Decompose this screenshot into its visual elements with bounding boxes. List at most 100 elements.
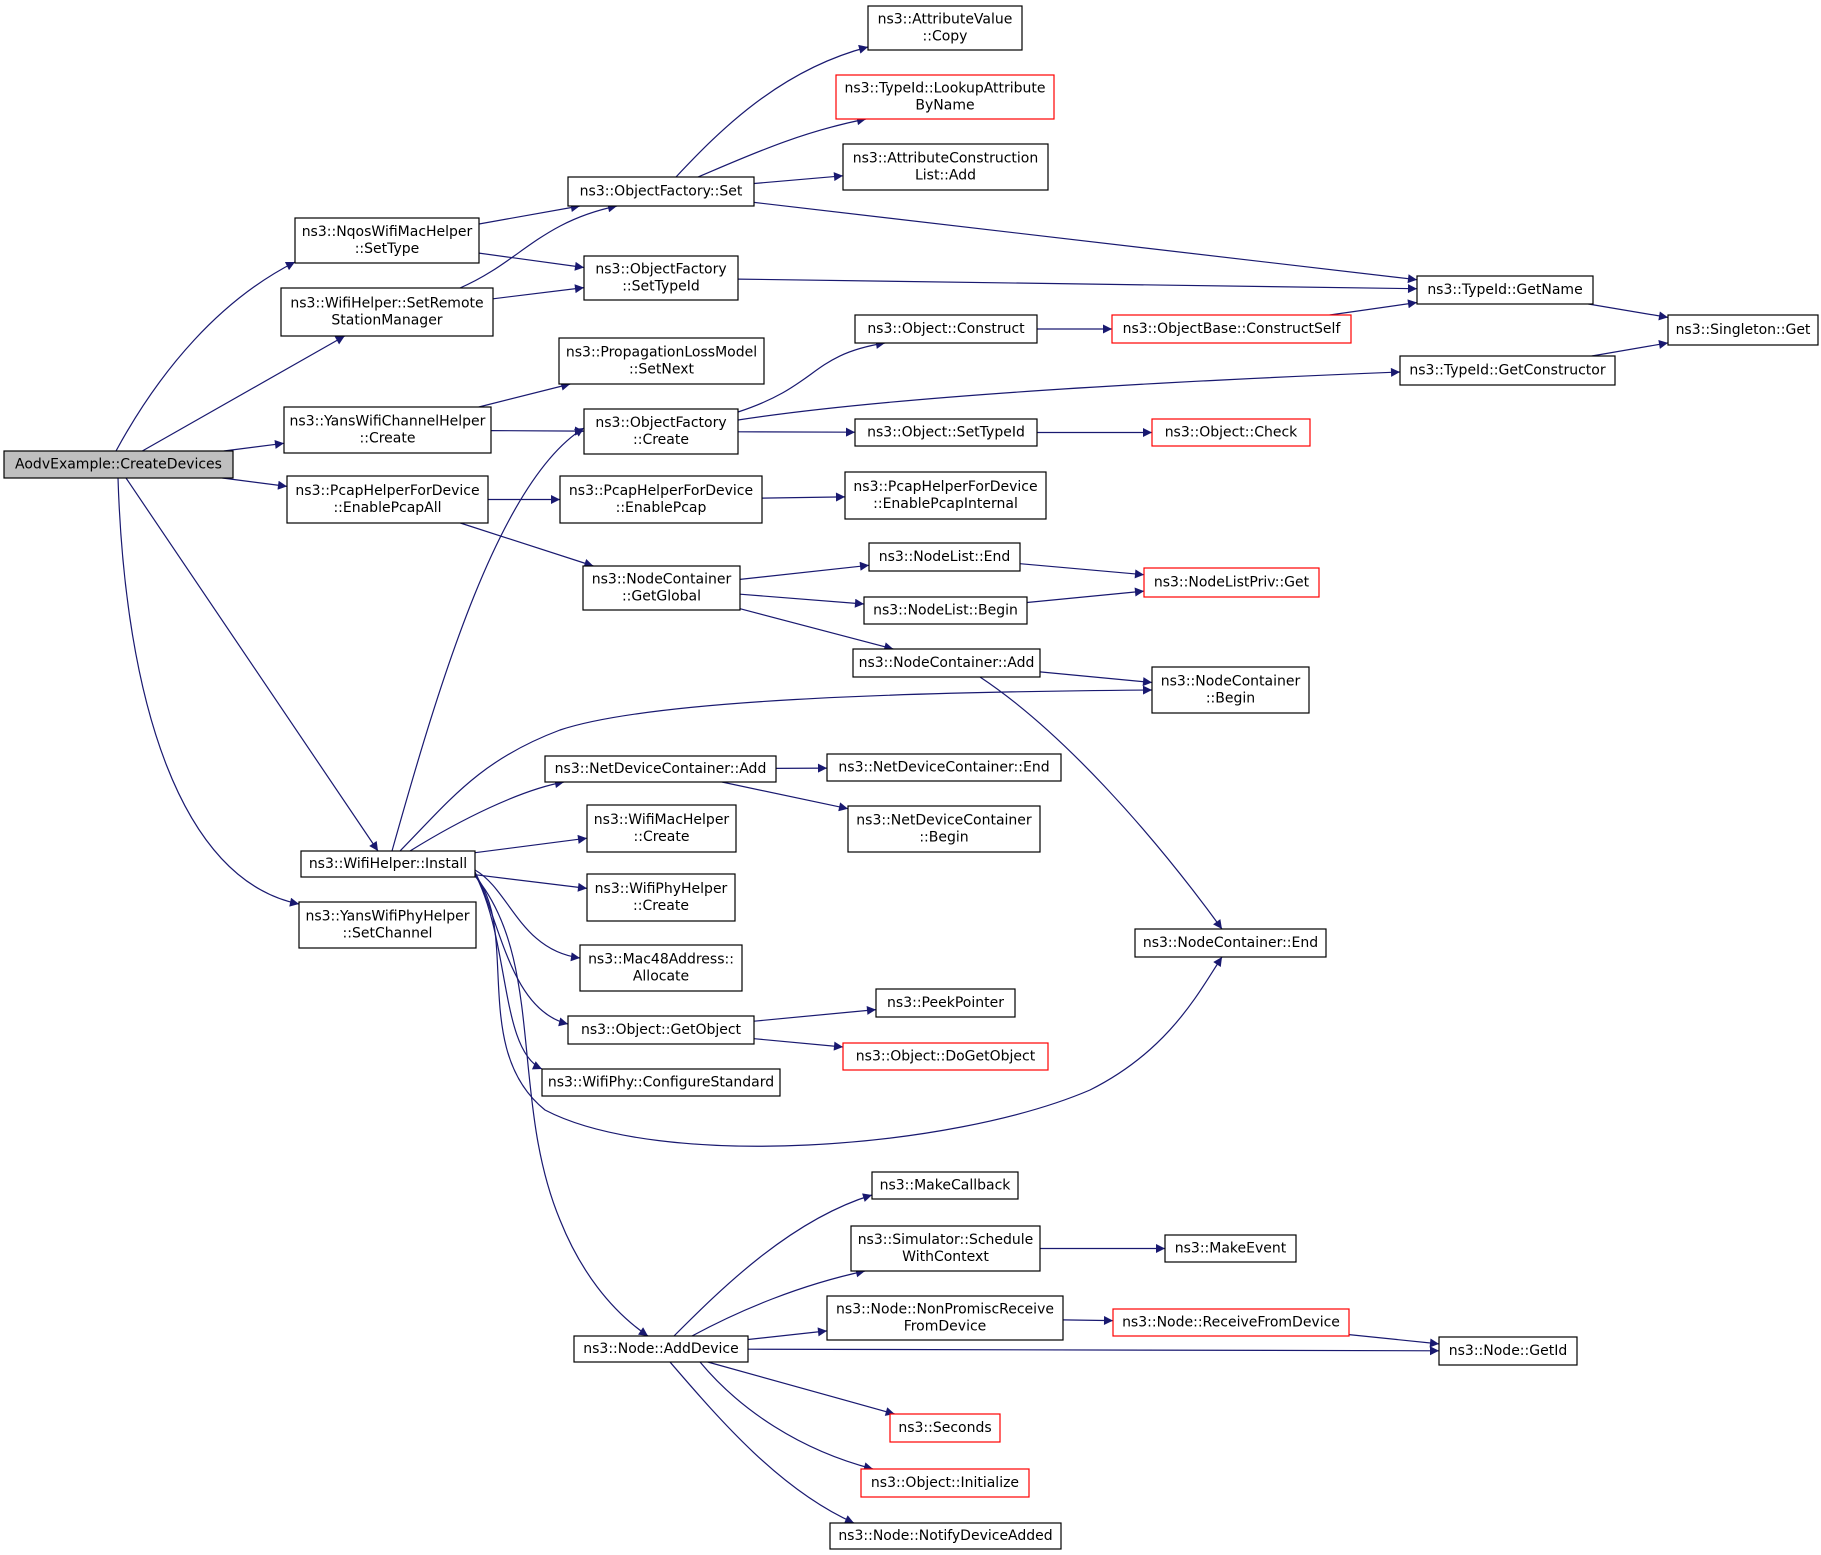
node-singleton-get[interactable]: ns3::Singleton::Get — [1667, 314, 1819, 346]
node-label: ns3::MakeCallback — [880, 1178, 1012, 1194]
node-mac48-allocate[interactable]: ns3::Mac48Address::Allocate — [579, 944, 743, 992]
node-box — [579, 944, 743, 992]
node-label: AodvExample::CreateDevices — [15, 457, 222, 473]
node-label: ns3::TypeId::GetConstructor — [1409, 363, 1605, 379]
node-box — [582, 565, 741, 611]
node-nc-getglobal[interactable]: ns3::NodeContainer::GetGlobal — [582, 565, 741, 611]
edge-nc_add-to-nc_end — [979, 676, 1223, 930]
node-makeevent[interactable]: ns3::MakeEvent — [1164, 1234, 1297, 1263]
node-of-settypeid[interactable]: ns3::ObjectFactory::SetTypeId — [583, 255, 739, 301]
node-label: ns3::Singleton::Get — [1676, 322, 1811, 338]
node-wifi-install[interactable]: ns3::WifiHelper::Install — [300, 850, 476, 878]
node-pcap-enableall[interactable]: ns3::PcapHelperForDevice::EnablePcapAll — [286, 475, 489, 524]
node-label: ns3::NqosWifiMacHelper — [302, 224, 473, 240]
node-box — [1112, 1308, 1350, 1337]
node-label: ns3::AttributeValue — [878, 12, 1013, 28]
node-box — [559, 475, 763, 524]
node-yansphy-setchannel[interactable]: ns3::YansWifiPhyHelper::SetChannel — [298, 901, 477, 949]
node-wifiphy-configure[interactable]: ns3::WifiPhy::ConfigureStandard — [541, 1068, 781, 1097]
node-pcap-enable[interactable]: ns3::PcapHelperForDevice::EnablePcap — [559, 475, 763, 524]
node-label: ::SetNext — [629, 362, 695, 378]
node-node-adddevice[interactable]: ns3::Node::AddDevice — [573, 1335, 749, 1363]
edge-wifi_install-to-wifimac_create — [474, 834, 588, 854]
node-plm-setnext[interactable]: ns3::PropagationLossModel::SetNext — [558, 337, 765, 385]
node-wifiphy-create[interactable]: ns3::WifiPhyHelper::Create — [586, 873, 736, 922]
node-pcap-enableinternal[interactable]: ns3::PcapHelperForDevice::EnablePcapInte… — [844, 471, 1047, 520]
node-ndc-begin[interactable]: ns3::NetDeviceContainer::Begin — [847, 805, 1041, 853]
node-box — [889, 1413, 1001, 1443]
edge-wifi_install-to-of_create — [391, 427, 585, 852]
node-nl-begin[interactable]: ns3::NodeList::Begin — [863, 596, 1028, 625]
node-label: ns3::Seconds — [898, 1420, 991, 1436]
node-label: ns3::NetDeviceContainer::End — [838, 760, 1049, 776]
node-label: ns3::YansWifiChannelHelper — [290, 414, 486, 430]
node-node-notify[interactable]: ns3::Node::NotifyDeviceAdded — [829, 1522, 1062, 1550]
node-of-create[interactable]: ns3::ObjectFactory::Create — [583, 408, 739, 455]
edge-node_adddevice-to-node_getid — [747, 1346, 1440, 1356]
node-box — [844, 471, 1047, 520]
node-nqos-settype[interactable]: ns3::NqosWifiMacHelper::SetType — [294, 217, 480, 264]
edge-wifi_setremote-to-of_set — [459, 203, 618, 289]
node-label: ns3::Node::NonPromiscReceive — [836, 1302, 1054, 1318]
node-tid-getconstructor[interactable]: ns3::TypeId::GetConstructor — [1399, 355, 1616, 386]
node-box — [3, 450, 234, 479]
node-obj-dogetobject[interactable]: ns3::Object::DoGetObject — [842, 1042, 1049, 1071]
node-node-getid[interactable]: ns3::Node::GetId — [1438, 1336, 1578, 1366]
node-of-set[interactable]: ns3::ObjectFactory::Set — [567, 176, 755, 207]
node-box — [1134, 928, 1327, 958]
node-root[interactable]: AodvExample::CreateDevices — [3, 450, 234, 479]
node-tid-getname[interactable]: ns3::TypeId::GetName — [1416, 275, 1594, 305]
node-nc-end[interactable]: ns3::NodeContainer::End — [1134, 928, 1327, 958]
node-nl-end[interactable]: ns3::NodeList::End — [868, 542, 1021, 572]
node-box — [871, 1171, 1019, 1200]
edge-nc_add-to-nc_begin — [1039, 671, 1153, 687]
edge-node_adddevice-to-sim_schedule — [691, 1268, 866, 1337]
edge-wifi_install-to-node_adddevice — [474, 875, 649, 1337]
node-box — [541, 1068, 781, 1097]
edge-wifi_setremote-to-of_settypeid — [492, 284, 585, 300]
node-yanschan-create[interactable]: ns3::YansWifiChannelHelper::Create — [283, 406, 492, 454]
node-makecallback[interactable]: ns3::MakeCallback — [871, 1171, 1019, 1200]
node-ndc-end[interactable]: ns3::NetDeviceContainer::End — [826, 753, 1062, 782]
node-nlpriv-get[interactable]: ns3::NodeListPriv::Get — [1143, 567, 1320, 598]
edge-node_receivefromdevice-to-node_getid — [1348, 1334, 1440, 1348]
node-node-receivefromdevice[interactable]: ns3::Node::ReceiveFromDevice — [1112, 1308, 1350, 1337]
edge-of_set-to-av_copy — [675, 44, 869, 178]
node-ndc-add[interactable]: ns3::NetDeviceContainer::Add — [544, 755, 777, 783]
node-box — [567, 1015, 755, 1045]
node-objbase-constructself[interactable]: ns3::ObjectBase::ConstructSelf — [1111, 314, 1352, 344]
edge-root-to-yansphy_setchannel — [117, 477, 300, 907]
node-obj-construct[interactable]: ns3::Object::Construct — [854, 314, 1038, 344]
node-label: ::EnablePcapInternal — [873, 496, 1018, 512]
node-nc-begin[interactable]: ns3::NodeContainer::Begin — [1151, 666, 1310, 714]
node-obj-getobject[interactable]: ns3::Object::GetObject — [567, 1015, 755, 1045]
node-label: ns3::Node::AddDevice — [583, 1341, 738, 1357]
edge-nl_end-to-nlpriv_get — [1019, 563, 1145, 579]
node-seconds[interactable]: ns3::Seconds — [889, 1413, 1001, 1443]
node-obj-settypeid[interactable]: ns3::Object::SetTypeId — [854, 418, 1038, 447]
node-box — [1143, 567, 1320, 598]
node-box — [826, 753, 1062, 782]
node-label: ns3::PcapHelperForDevice — [295, 483, 479, 499]
node-box — [852, 648, 1041, 678]
edge-layer — [115, 44, 1669, 1524]
node-av-copy[interactable]: ns3::AttributeValue::Copy — [867, 5, 1023, 51]
node-nc-add[interactable]: ns3::NodeContainer::Add — [852, 648, 1041, 678]
node-box — [847, 805, 1041, 853]
node-box — [854, 314, 1038, 344]
node-label: ns3::Mac48Address:: — [588, 952, 734, 968]
node-obj-initialize[interactable]: ns3::Object::Initialize — [860, 1468, 1030, 1498]
node-label: ::Copy — [923, 29, 968, 45]
node-obj-check[interactable]: ns3::Object::Check — [1151, 418, 1311, 447]
node-label: ::Create — [633, 432, 689, 448]
edge-node_adddevice-to-obj_initialize — [699, 1361, 874, 1472]
node-label: ns3::Node::NotifyDeviceAdded — [838, 1528, 1052, 1544]
node-peekpointer[interactable]: ns3::PeekPointer — [875, 988, 1016, 1018]
edge-root-to-nqos_settype — [115, 261, 296, 452]
node-wifimac-create[interactable]: ns3::WifiMacHelper::Create — [586, 804, 737, 853]
